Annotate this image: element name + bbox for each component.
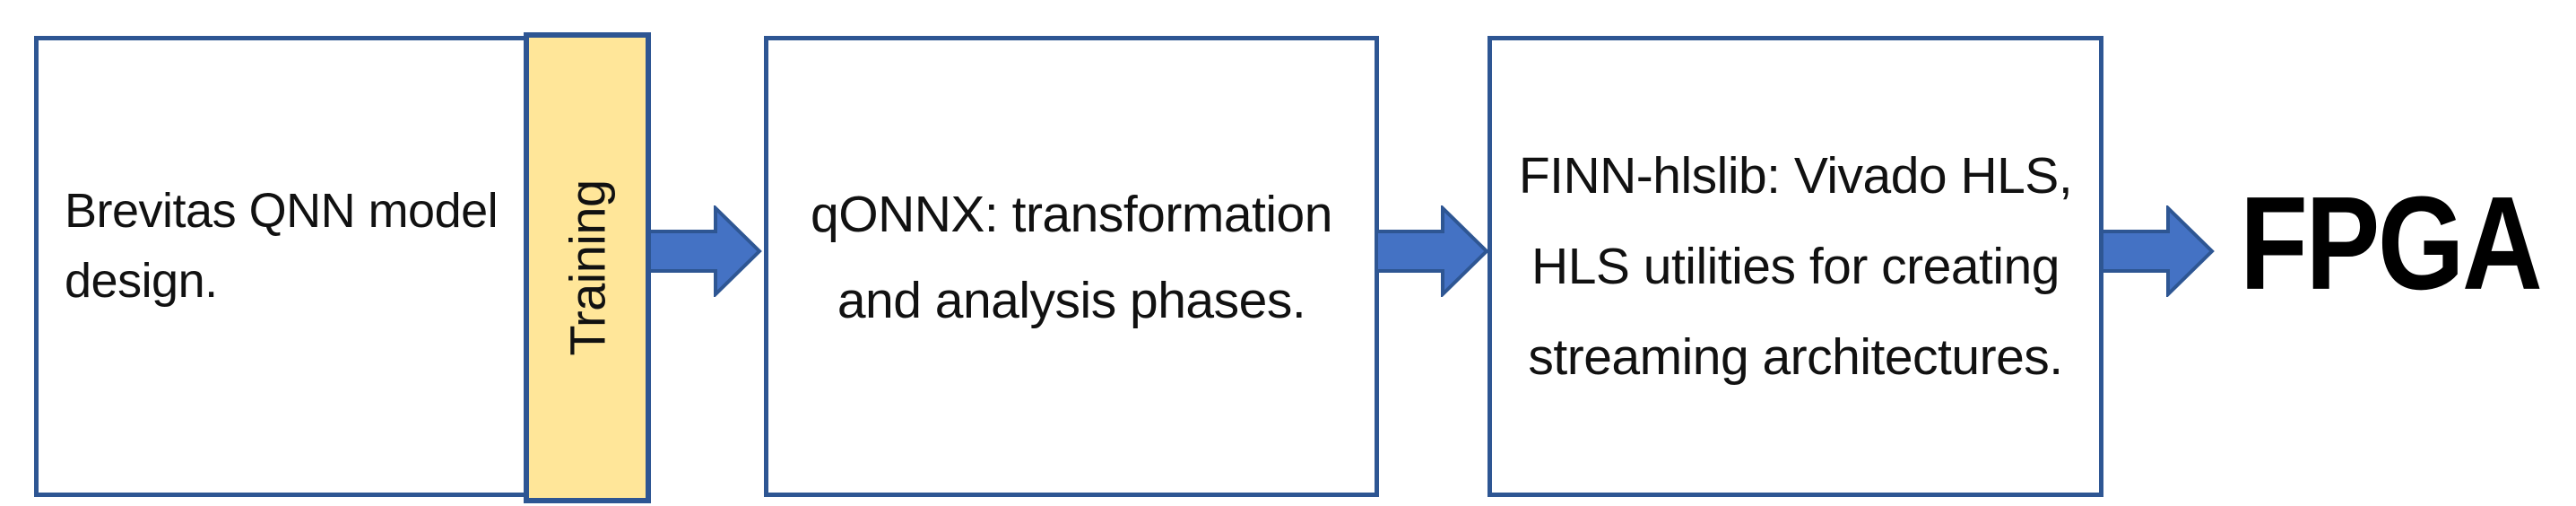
flow-step-box-finn-hlslib: FINN-hlslib: Vivado HLS, HLS utilities f… bbox=[1487, 36, 2103, 497]
box-text-line: streaming architectures. bbox=[1528, 327, 2063, 386]
flow-arrow-icon bbox=[647, 205, 762, 297]
box-text-line: FINN-hlslib: Vivado HLS, bbox=[1518, 146, 2073, 205]
box-text-line: Brevitas QNN model bbox=[65, 184, 499, 238]
flow-step-box-qonnx: qONNX: transformation and analysis phase… bbox=[764, 36, 1379, 497]
flow-arrow-icon bbox=[1375, 205, 1489, 297]
box-text-line: HLS utilities for creating bbox=[1531, 237, 2060, 295]
fpga-label: FPGA bbox=[2240, 169, 2543, 318]
box-text-line: and analysis phases. bbox=[837, 272, 1306, 329]
training-band: Training bbox=[524, 32, 651, 503]
training-label: Training bbox=[559, 179, 616, 356]
box-text-line: qONNX: transformation bbox=[811, 186, 1332, 243]
flow-arrow-icon bbox=[2100, 205, 2215, 297]
box-text-line: design. bbox=[65, 254, 218, 308]
